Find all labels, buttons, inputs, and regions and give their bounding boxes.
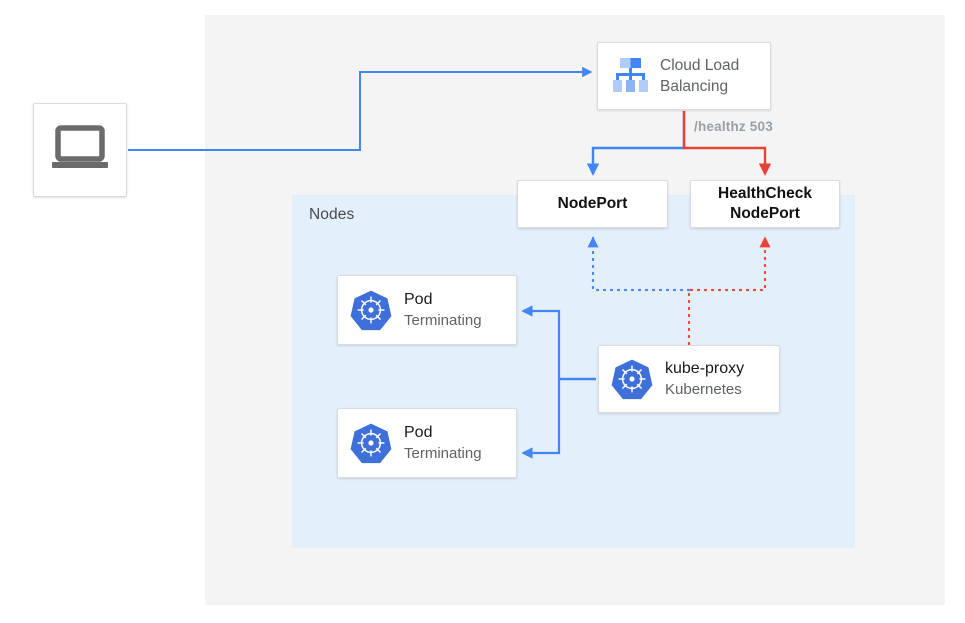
pod-title-1: Pod <box>404 291 433 308</box>
pod-status-1: Terminating <box>404 312 482 329</box>
healthcheck-nodeport-line2: NodePort <box>730 205 800 222</box>
healthcheck-nodeport-line1: HealthCheck <box>718 185 812 202</box>
healthz-503-label: /healthz 503 <box>694 119 773 134</box>
healthcheck-nodeport-node[interactable]: HealthCheck NodePort <box>690 180 840 228</box>
kube-proxy-label: kube-proxy Kubernetes <box>665 358 744 400</box>
pod-status-2: Terminating <box>404 445 482 462</box>
kubernetes-icon <box>348 420 394 466</box>
kube-proxy-title: kube-proxy <box>665 360 745 377</box>
cloud-load-balancing-node[interactable]: Cloud Load Balancing <box>597 42 771 110</box>
pod-node-2[interactable]: Pod Terminating <box>337 408 517 478</box>
pod-node-1[interactable]: Pod Terminating <box>337 275 517 345</box>
kubernetes-icon <box>609 356 655 402</box>
pod-label-2: Pod Terminating <box>404 422 482 464</box>
cloud-load-balancing-line2: Balancing <box>660 78 729 95</box>
kube-proxy-node[interactable]: kube-proxy Kubernetes <box>598 345 780 413</box>
cloud-load-balancing-label: Cloud Load Balancing <box>660 55 739 97</box>
pod-label-1: Pod Terminating <box>404 289 482 331</box>
kubernetes-icon <box>348 287 394 333</box>
pod-title-2: Pod <box>404 424 433 441</box>
healthcheck-nodeport-label: HealthCheck NodePort <box>718 184 812 224</box>
nodeport-label: NodePort <box>557 195 628 212</box>
laptop-icon <box>50 124 110 177</box>
kube-proxy-subtitle: Kubernetes <box>665 381 742 398</box>
client-node[interactable] <box>33 103 127 197</box>
cloud-load-balancing-icon <box>608 54 652 98</box>
cloud-load-balancing-line1: Cloud Load <box>660 57 740 74</box>
nodes-region-label: Nodes <box>309 206 355 223</box>
nodeport-node[interactable]: NodePort <box>517 180 668 228</box>
